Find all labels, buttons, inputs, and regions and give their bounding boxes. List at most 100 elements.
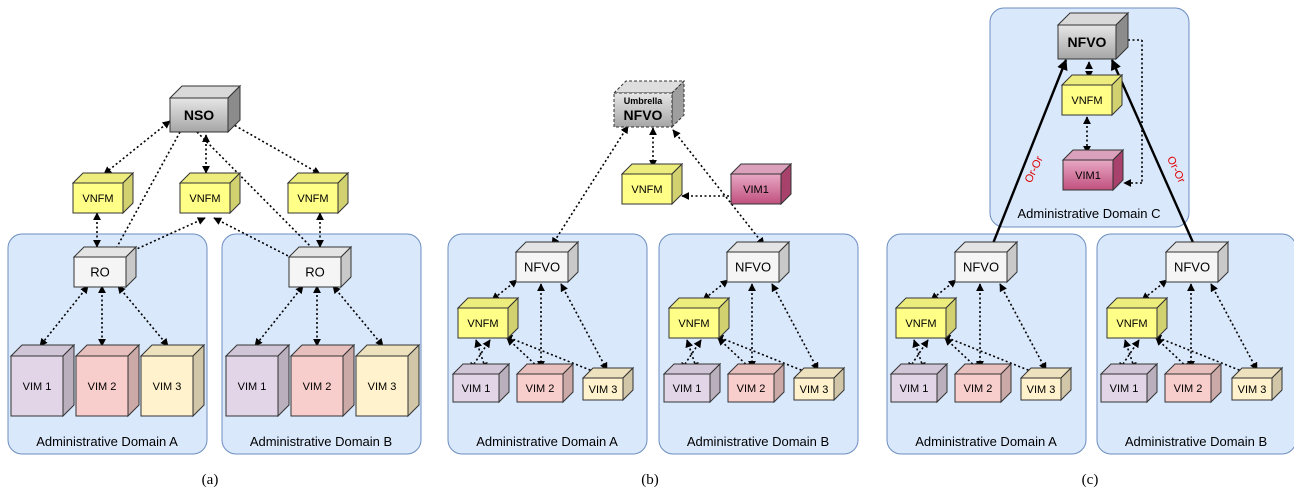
- vim-box: VIM1: [1061, 148, 1125, 192]
- vnfm-label: VNFM: [189, 193, 220, 205]
- vnfm-box: VNFM: [71, 171, 135, 215]
- vnfm-label: VNFM: [631, 184, 662, 196]
- vim-label: VIM 3: [368, 381, 397, 393]
- umbrella-label: Umbrella: [624, 96, 664, 106]
- link-arrow: [39, 285, 89, 347]
- link-arrow: [930, 279, 957, 301]
- panel-a-domain-b-label: Administrative Domain B: [250, 434, 392, 449]
- umbrella-nfvo-label: NFVO: [624, 107, 663, 123]
- ro-label: RO: [305, 265, 325, 280]
- vim-label: VIM 2: [964, 383, 993, 395]
- vim-box: VIM 1: [889, 362, 949, 404]
- link-arrow: [226, 120, 321, 175]
- caption-c: (c): [1082, 472, 1099, 488]
- link-arrow: [715, 334, 812, 376]
- nfvo-box: NFVO: [1164, 240, 1230, 284]
- vim-box: VIM 1: [1099, 362, 1159, 404]
- vnfm-box: VNFM: [667, 296, 731, 340]
- ro-box: RO: [72, 245, 138, 289]
- nso-box: NSO: [168, 84, 242, 134]
- caption-b: (b): [641, 472, 659, 488]
- vim-label: VIM1: [1075, 170, 1101, 182]
- vim-label: VIM 1: [673, 383, 702, 395]
- link-arrow: [1123, 339, 1137, 371]
- vim-label: VIM1: [743, 184, 769, 196]
- nfvo-label: NFVO: [1068, 34, 1107, 50]
- caption-a: (a): [202, 472, 219, 488]
- vim-label: VIM 2: [88, 381, 117, 393]
- vim-box: VIM 3: [1019, 366, 1073, 402]
- vim-label: VIM 2: [526, 383, 555, 395]
- vnfm-label: VNFM: [1116, 318, 1147, 330]
- vnfm-box: VNFM: [178, 171, 242, 215]
- vim-box: VIM 3: [354, 343, 421, 418]
- vnfm-label: VNFM: [82, 193, 113, 205]
- link-arrow: [491, 279, 518, 301]
- ro-label: RO: [90, 265, 110, 280]
- vnfm-box: VNFM: [620, 162, 684, 206]
- panel-a-domain-a-label: Administrative Domain A: [36, 434, 178, 449]
- nfvo-box: NFVO: [1056, 11, 1130, 61]
- vim-box: VIM1: [729, 162, 793, 206]
- ro-box: RO: [287, 245, 353, 289]
- domain-labels: Administrative Domain A Administrative D…: [36, 206, 1267, 449]
- vim-box: VIM 3: [1230, 366, 1284, 402]
- link-arrow: [685, 339, 699, 371]
- vnfm-box: VNFM: [1105, 296, 1169, 340]
- link-arrow: [474, 339, 488, 371]
- link-arrow: [672, 129, 765, 246]
- vim-label: VIM 3: [589, 384, 618, 396]
- link-arrow: [504, 334, 601, 376]
- vim-label: VIM 2: [303, 381, 332, 393]
- vim-box: VIM 2: [515, 362, 575, 404]
- vim-box: VIM 1: [662, 362, 722, 404]
- vnfm-label: VNFM: [1071, 95, 1102, 107]
- panel-b-domain-b-label: Administrative Domain B: [687, 434, 829, 449]
- vim-label: VIM 2: [1174, 383, 1203, 395]
- nso-label: NSO: [184, 107, 214, 123]
- diagram-nodes: NSO VNFM VNFM VNFM RO RO VIM 1 VIM 2 VIM 3 VIM 1 V…: [9, 11, 1284, 418]
- vnfm-label: VNFM: [467, 318, 498, 330]
- link-arrow: [551, 125, 629, 246]
- link-arrow: [702, 279, 729, 301]
- nfvo-label: NFVO: [735, 260, 771, 275]
- nfvo-label: NFVO: [524, 260, 560, 275]
- panel-c-domain-c-label: Administrative Domain C: [1017, 206, 1160, 221]
- vim-box: VIM 1: [9, 343, 76, 418]
- vim-box: VIM 1: [451, 362, 511, 404]
- vim-label: VIM 1: [23, 381, 52, 393]
- vim-label: VIM 1: [1110, 383, 1139, 395]
- vnfm-box: VNFM: [286, 171, 350, 215]
- vim-label: VIM 1: [238, 381, 267, 393]
- vim-label: VIM 3: [1027, 384, 1056, 396]
- panel-b-domain-a-label: Administrative Domain A: [476, 434, 618, 449]
- link-arrow: [1141, 279, 1168, 301]
- vnfm-box: VNFM: [456, 296, 520, 340]
- vim-box: VIM 3: [139, 343, 206, 418]
- or-or-arrow-right: [1110, 59, 1201, 257]
- vim-label: VIM 1: [462, 383, 491, 395]
- link-arrow: [1153, 334, 1250, 376]
- vim-box: VIM 1: [224, 343, 291, 418]
- vim-label: VIM 2: [737, 383, 766, 395]
- panel-captions: (a) (b) (c): [202, 472, 1099, 488]
- nfvo-label: NFVO: [1174, 260, 1210, 275]
- link-arrow: [912, 339, 926, 371]
- vim-box: VIM 2: [953, 362, 1013, 404]
- panel-c-domain-b-label: Administrative Domain B: [1125, 434, 1267, 449]
- or-or-arrow-left: [986, 58, 1068, 258]
- vim-box: VIM 2: [74, 343, 141, 418]
- vnfm-label: VNFM: [905, 318, 936, 330]
- vnfm-box: VNFM: [1060, 73, 1124, 117]
- vim-label: VIM 3: [800, 384, 829, 396]
- vim-label: VIM 3: [1238, 384, 1267, 396]
- vim-box: VIM 2: [726, 362, 786, 404]
- link-arrow: [942, 334, 1039, 376]
- connection-arrows: [39, 39, 1258, 376]
- vnfm-label: VNFM: [297, 193, 328, 205]
- vim-label: VIM 3: [153, 381, 182, 393]
- nfvo-label: NFVO: [963, 260, 999, 275]
- vnfm-box: VNFM: [894, 296, 958, 340]
- vim-box: VIM 3: [792, 366, 846, 402]
